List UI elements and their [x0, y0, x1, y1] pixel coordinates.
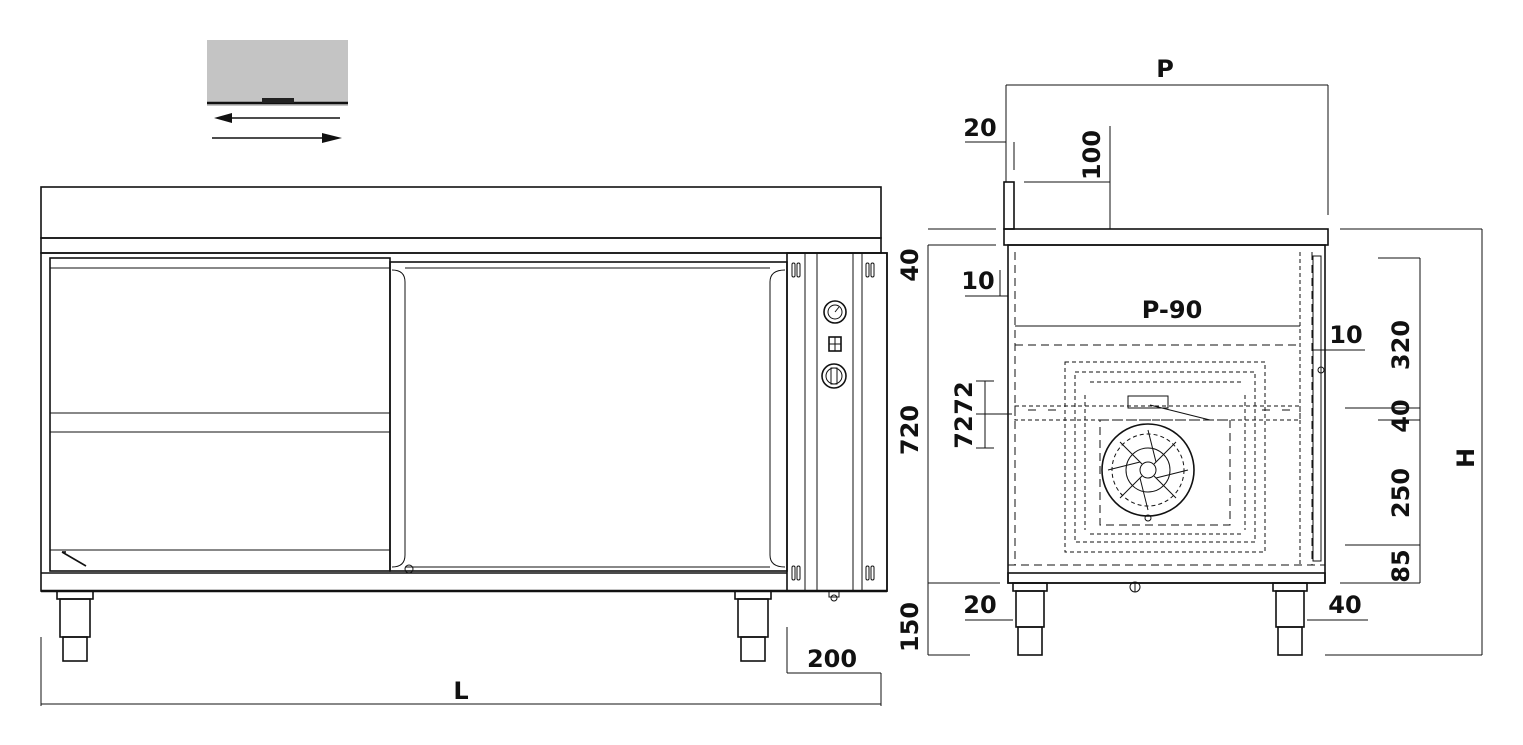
top-thickness-label: 40: [896, 248, 924, 281]
leg-height-label: 150: [896, 602, 924, 652]
inset-panel: [207, 40, 348, 106]
side-upstand: [1003, 181, 1015, 230]
left-panel-gap-label: 10: [961, 267, 994, 295]
guide-spacing-upper-label: 72: [950, 381, 978, 414]
thermometer-icon: [823, 300, 847, 324]
heater-terminal: [1127, 395, 1169, 409]
arrow-left-icon: [214, 113, 232, 123]
arrow-right-icon: [322, 133, 342, 143]
front-body: [40, 252, 888, 592]
side-base: [1007, 572, 1326, 584]
front-leg-left: [56, 590, 94, 662]
right-dim-upper-label: 320: [1387, 320, 1415, 370]
inner-depth-label: P-90: [1142, 296, 1203, 324]
side-dim-label: 200: [807, 645, 857, 673]
leg-offset-left-label: 20: [963, 591, 996, 619]
door-handle-left: [61, 551, 87, 567]
side-door-edge: [1312, 255, 1322, 562]
side-leg-right: [1272, 582, 1308, 656]
height-label: H: [1452, 448, 1480, 468]
upstand-thickness-label: 20: [963, 114, 996, 142]
heater-fan-unit: [1064, 361, 1266, 553]
right-dim-mid-label: 40: [1387, 399, 1415, 432]
control-panel: [786, 252, 888, 602]
inset-slider: [262, 98, 294, 103]
right-dim-lower-label: 250: [1387, 468, 1415, 518]
right-dim-bottom-label: 85: [1387, 549, 1415, 582]
side-worktop: [1003, 228, 1329, 246]
sliding-door-inset: [207, 40, 348, 143]
guide-spacing-lower-label: 72: [950, 415, 978, 448]
front-backsplash: [40, 186, 882, 239]
side-view: P 20 100 40 10 P-90 10: [896, 55, 1483, 656]
sliding-door-left: [49, 257, 391, 572]
sliding-door-right: [389, 261, 788, 574]
upstand-height-label: 100: [1078, 130, 1106, 180]
front-leg-right: [734, 590, 772, 662]
thermostat-knob-icon: [821, 363, 847, 389]
front-worktop: [40, 237, 882, 254]
body-height-label: 720: [896, 405, 924, 455]
fan-icon: [1101, 423, 1195, 517]
leg-offset-right-label: 40: [1328, 591, 1361, 619]
length-label: L: [453, 677, 468, 705]
side-leg-left: [1012, 582, 1048, 656]
front-view: L 200: [40, 186, 888, 706]
depth-label: P: [1156, 55, 1174, 83]
right-panel-gap-label: 10: [1329, 321, 1362, 349]
